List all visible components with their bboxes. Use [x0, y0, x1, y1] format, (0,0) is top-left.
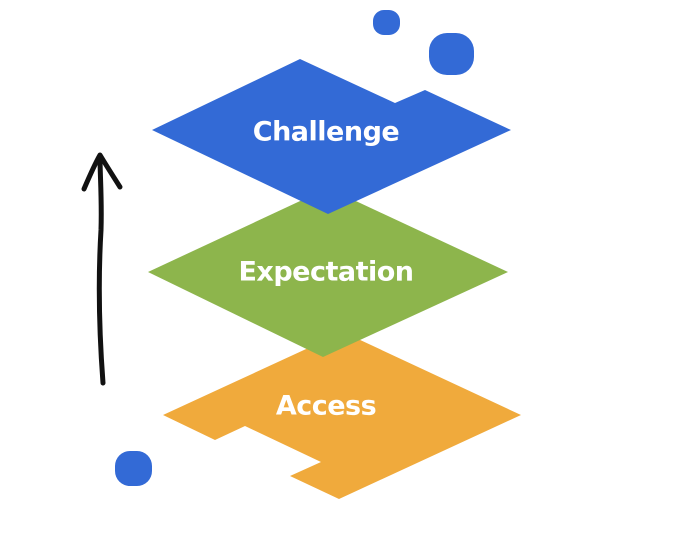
dot-small: [373, 10, 400, 35]
dot-bottom: [115, 451, 152, 486]
expectation-layer-shape: [148, 188, 508, 357]
up-arrow-icon: [81, 152, 123, 386]
access-label: Access: [275, 390, 377, 422]
dot-large: [429, 33, 474, 75]
challenge-layer-shape: [152, 59, 511, 214]
expectation-label: Expectation: [238, 256, 414, 288]
access-layer-shape: [163, 332, 521, 499]
challenge-label: Challenge: [252, 116, 400, 148]
